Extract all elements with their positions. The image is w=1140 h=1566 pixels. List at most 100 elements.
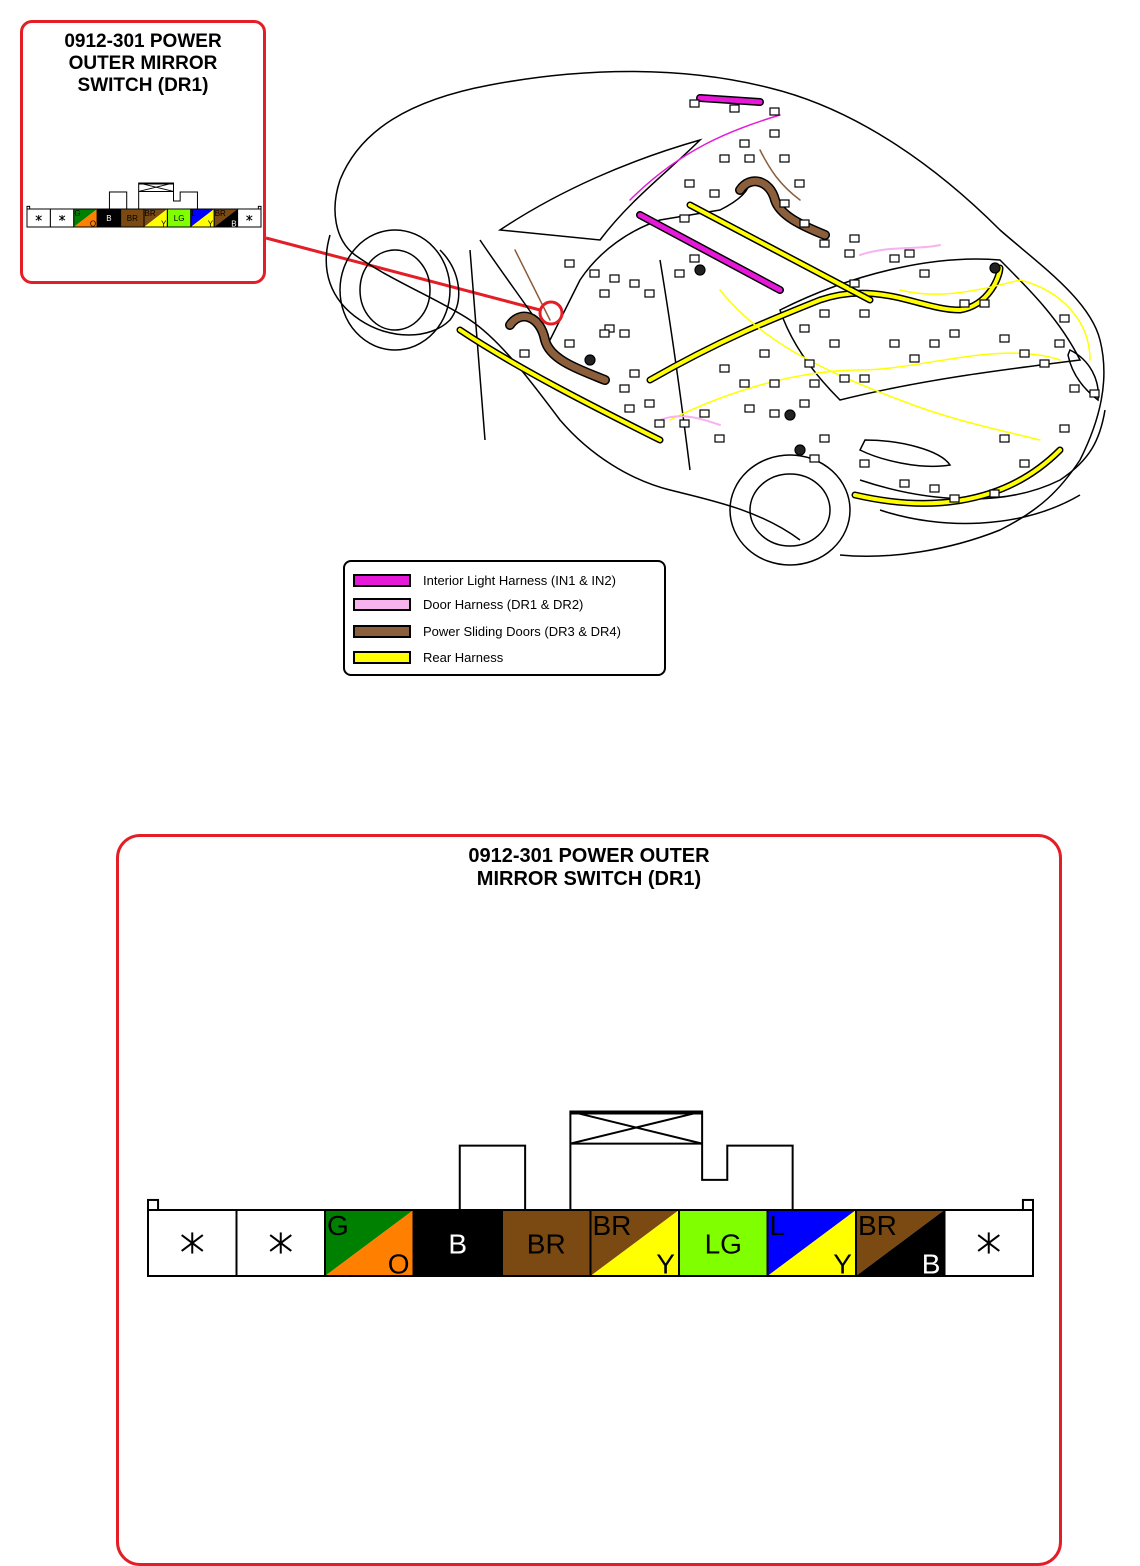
connector-pin-10 (943, 1209, 1034, 1277)
connector-block (849, 234, 860, 243)
connector-pin-6: BRY (143, 208, 168, 228)
connector-block (909, 354, 920, 363)
legend-swatch (353, 624, 411, 638)
connector-block (779, 154, 790, 163)
connector-block (949, 329, 960, 338)
connector-block (819, 309, 830, 318)
pin-wire-primary-label: G (74, 209, 80, 218)
highlight-circle (538, 300, 564, 326)
connector-block (719, 364, 730, 373)
connector-block (629, 369, 640, 378)
empty-cavity-mark (181, 1232, 204, 1254)
legend-label: Door Harness (DR1 & DR2) (423, 596, 584, 612)
pin-wire-color-label: B (448, 1229, 467, 1260)
pin-wire-stripe-label: Y (833, 1248, 852, 1279)
legend-swatch (353, 597, 411, 611)
connector-block (989, 489, 1000, 498)
connector-block (809, 454, 820, 463)
housing-tab (458, 1144, 527, 1211)
connector-block (849, 279, 860, 288)
pin-wire-color-label: LG (705, 1229, 742, 1260)
empty-cavity-mark (269, 1232, 292, 1254)
connector-block (949, 494, 960, 503)
connector-pin-8: LY (190, 208, 215, 228)
connector-block (1019, 459, 1030, 468)
connector-block (899, 479, 910, 488)
connector-pin-1 (147, 1209, 238, 1277)
connector-block (1019, 349, 1030, 358)
connector-block (599, 289, 610, 298)
connector-block (999, 434, 1010, 443)
connector-block (689, 99, 700, 108)
connector-block (769, 379, 780, 388)
legend-item-interior-light: Interior Light Harness (IN1 & IN2) (353, 571, 616, 589)
empty-cavity-mark (977, 1232, 1000, 1254)
connector-pin-5: BR (501, 1209, 592, 1277)
pin-wire-primary-label: BR (215, 209, 226, 218)
connector-block (809, 379, 820, 388)
connector-block (1059, 424, 1070, 433)
connector-pin-8: LY (766, 1209, 857, 1279)
empty-cavity-mark (246, 215, 253, 221)
connector-block (714, 434, 725, 443)
connector-block (794, 179, 805, 188)
grommet (694, 264, 706, 276)
connector-block (689, 254, 700, 263)
connector-block (644, 289, 655, 298)
connector-block (609, 274, 620, 283)
connector-block (619, 384, 630, 393)
pin-wire-color-label: BR (527, 1229, 566, 1260)
connector-pin-10 (237, 208, 262, 228)
connector-pin-2 (235, 1209, 326, 1277)
housing-latch (569, 1110, 794, 1210)
connector-block (819, 434, 830, 443)
pin-wire-primary-label: L (191, 209, 196, 218)
legend-label: Interior Light Harness (IN1 & IN2) (423, 572, 616, 588)
connector-block (684, 179, 695, 188)
latch-cross (570, 1110, 703, 1145)
connector-pin-7: LG (678, 1209, 769, 1277)
connector-block (564, 339, 575, 348)
pin-wire-stripe-label: Y (161, 219, 167, 228)
grommet (784, 409, 796, 421)
connector-block (709, 189, 720, 198)
connector-block (699, 409, 710, 418)
connector-block (769, 409, 780, 418)
connector-block (859, 309, 870, 318)
pin-wire-stripe-label: B (922, 1248, 941, 1279)
connector-block (799, 399, 810, 408)
connector-block (679, 214, 690, 223)
connector-block (904, 249, 915, 258)
connector-block (819, 239, 830, 248)
legend-item-power-sliding-doors: Power Sliding Doors (DR3 & DR4) (353, 622, 621, 640)
housing-tab (108, 191, 128, 210)
pin-wire-primary-label: L (770, 1210, 786, 1241)
power-sliding-door-harness (505, 149, 830, 385)
legend-swatch (353, 650, 411, 664)
inset-title: 0912-301 POWER OUTER MIRROR SWITCH (DR1) (23, 31, 263, 97)
connector-pin-5: BR (120, 208, 145, 228)
connector-block (744, 154, 755, 163)
pin-wire-primary-label: BR (858, 1210, 897, 1241)
connector-block (654, 419, 665, 428)
connector-block (889, 254, 900, 263)
pin-wire-color-label: B (106, 214, 111, 223)
connector-block (759, 349, 770, 358)
connector-pin-4: B (96, 208, 122, 228)
connector-block (799, 219, 810, 228)
latch-cross (138, 182, 174, 192)
connector-body (26, 182, 262, 210)
pin-wire-stripe-label: O (90, 219, 96, 228)
housing-nub (1021, 1198, 1034, 1211)
connector-pin-4: B (412, 1209, 503, 1277)
main-connector-panel: 0912-301 POWER OUTER MIRROR SWITCH (DR1)… (116, 834, 1062, 1566)
connector-block (769, 129, 780, 138)
connector-block (644, 399, 655, 408)
housing-nub (147, 1198, 160, 1211)
connector-block (624, 404, 635, 413)
inset-connector-panel: 0912-301 POWER OUTER MIRROR SWITCH (DR1)… (20, 20, 266, 284)
connector-block (1059, 314, 1070, 323)
pin-wire-stripe-label: O (388, 1248, 410, 1279)
connector-block (719, 154, 730, 163)
